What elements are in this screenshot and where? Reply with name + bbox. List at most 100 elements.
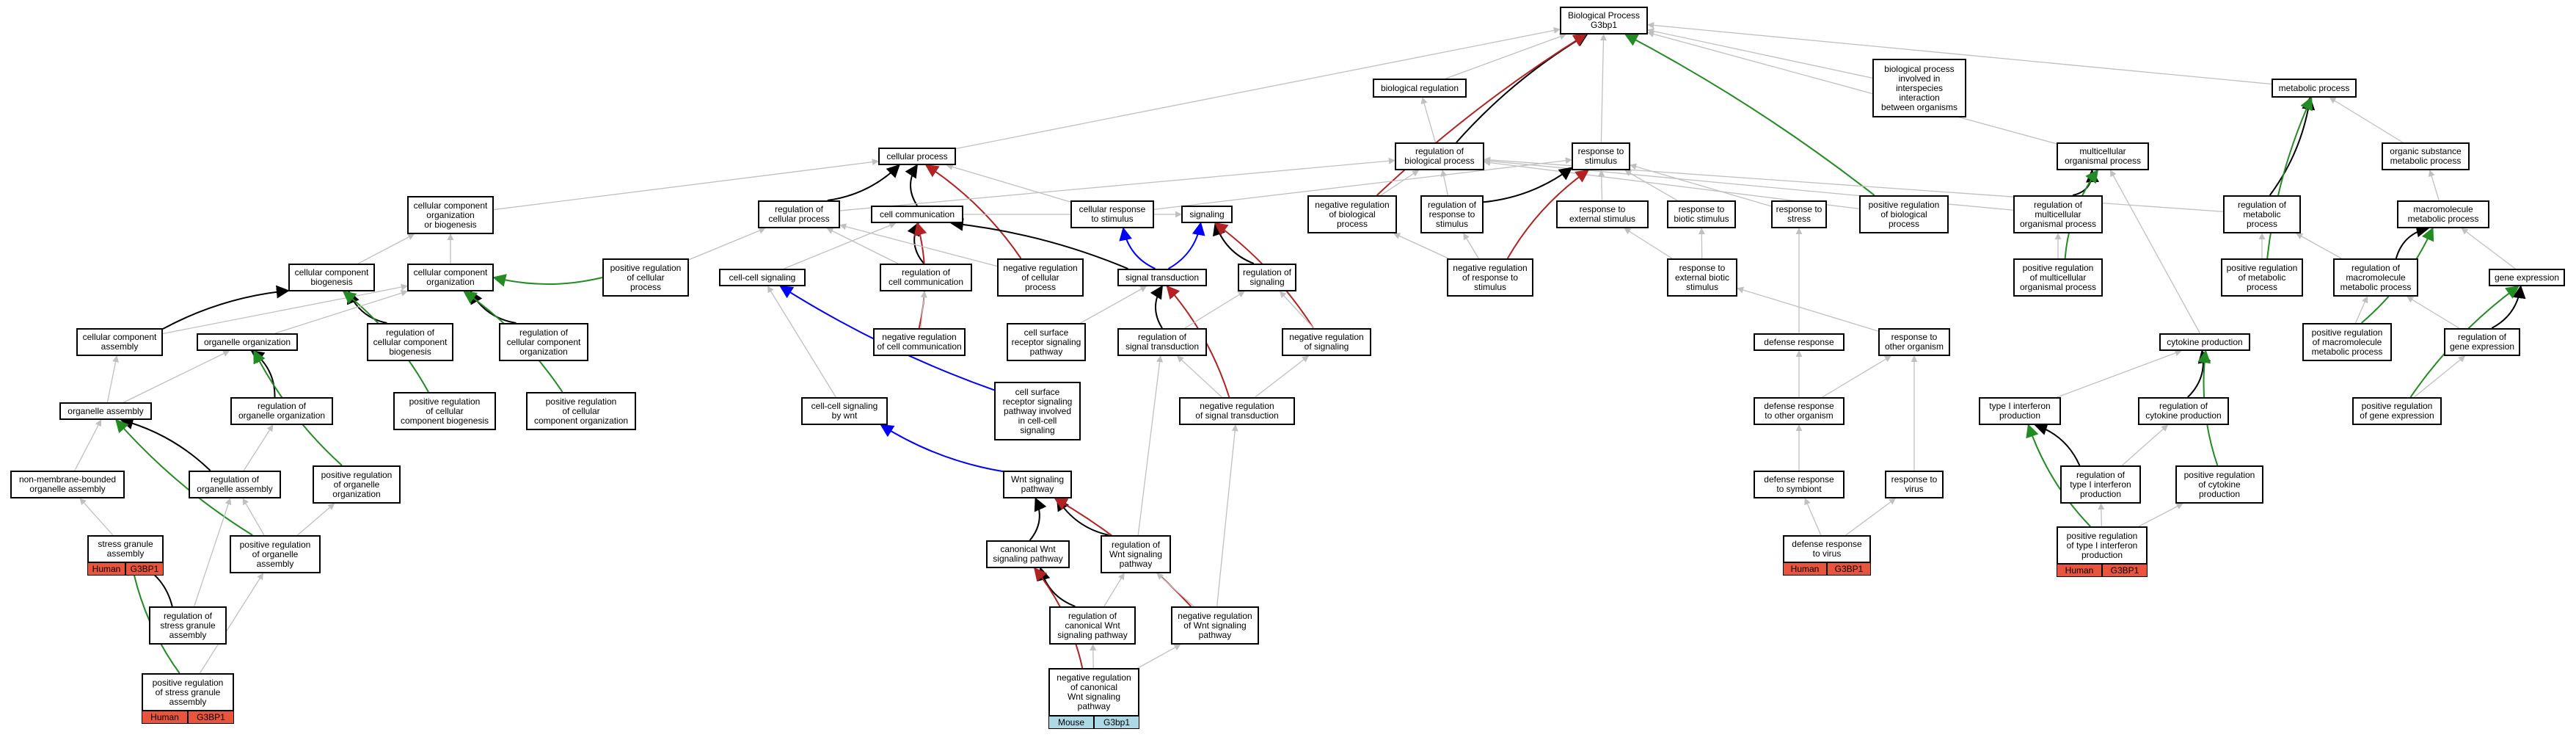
go-term-node-metabolic[interactable]: metabolic process <box>2272 79 2357 98</box>
edge-neg_st-to-reg_st <box>1176 355 1222 398</box>
node-label-line: regulation of <box>257 401 307 411</box>
go-term-node-cellular[interactable]: cellular process <box>878 148 956 165</box>
go-term-node-gene-expr[interactable]: gene expression <box>2489 269 2565 286</box>
node-label-line: regulation of <box>1137 332 1187 342</box>
go-term-node-org-asm[interactable]: organelle assembly <box>59 402 152 420</box>
node-label-line: defense response <box>1792 539 1862 549</box>
node-label-line: regulation of <box>1111 539 1161 550</box>
edge-resp_ext-to-resp_stim <box>1598 170 1605 201</box>
edge-neg_comm-to-reg_comm <box>920 291 927 329</box>
go-term-node-cell-comm[interactable]: cell communication <box>871 206 963 223</box>
node-label-line: organelle organization <box>238 410 326 421</box>
go-term-node-org-org[interactable]: organelle organization <box>197 333 298 351</box>
edge-neg_resp-to-reg_resp <box>1463 233 1479 259</box>
go-term-node-bio-reg[interactable]: biological regulation <box>1373 79 1467 98</box>
edge-sig_trans-to-cell_resp <box>1119 227 1156 269</box>
edge-reg_metab-to-metabolic <box>2269 96 2316 196</box>
node-label-line: in cell-cell <box>1018 415 1057 426</box>
go-term-node-cyto-prod[interactable]: cytokine production <box>2159 333 2250 351</box>
node-label-line: organismal process <box>2064 156 2142 166</box>
edge-resp_ext_biotic-to-resp_ext <box>1624 228 1673 259</box>
go-term-node-sig-trans[interactable]: signal transduction <box>1117 269 1207 286</box>
go-term-node-signaling[interactable]: signaling <box>1181 206 1233 223</box>
edge-pos_t1-to-pos_cyto <box>2138 503 2183 527</box>
go-term-node-defense[interactable]: defense response <box>1754 333 1845 351</box>
node-label-line: of multicellular <box>2029 272 2087 283</box>
node-label-line: process <box>2246 218 2278 229</box>
edge-canon_wnt-to-wnt <box>1029 497 1047 541</box>
go-term-node-cc-sig[interactable]: cell-cell signaling <box>719 269 806 286</box>
node-label-line: response to <box>1891 332 1938 342</box>
